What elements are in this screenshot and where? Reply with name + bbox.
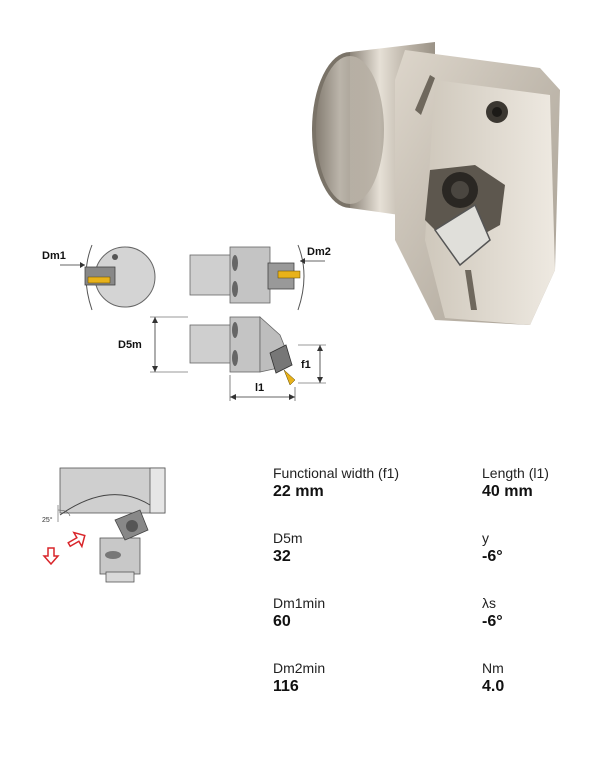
spec-value: 40 mm	[482, 483, 533, 500]
spec-lambda-s: λs -6°	[482, 595, 600, 631]
spec-value: 4.0	[482, 678, 505, 695]
spec-length: Length (l1) 40 mm	[482, 465, 600, 501]
technical-drawings: Dm1 Dm2 D5m f1	[42, 244, 331, 401]
spec-label: Dm2min	[273, 660, 326, 676]
spec-label: λs	[482, 595, 496, 611]
spec-value: 116	[273, 678, 299, 695]
spec-value: -6°	[482, 613, 503, 630]
top-view-dimensions: D5m f1 l1	[118, 316, 326, 401]
spec-value: 22 mm	[273, 483, 324, 500]
application-diagram: 25°	[42, 467, 166, 583]
angle-label: 25°	[42, 516, 53, 524]
side-view-dm2: Dm2	[189, 244, 331, 311]
front-view-dm1: Dm1	[42, 244, 156, 311]
product-photo	[312, 42, 560, 325]
spec-value: -6°	[482, 548, 503, 565]
spec-dm1min: Dm1min 60	[273, 595, 473, 631]
spec-label: Length (l1)	[482, 465, 549, 481]
spec-label: y	[482, 530, 489, 546]
spec-functional-width: Functional width (f1) 22 mm	[273, 465, 473, 501]
spec-label: D5m	[273, 530, 303, 546]
f1-label: f1	[301, 359, 311, 371]
spec-value: 60	[273, 613, 291, 630]
spec-y: y -6°	[482, 530, 600, 566]
l1-label: l1	[255, 382, 264, 394]
spec-value: 32	[273, 548, 291, 565]
spec-label: Nm	[482, 660, 504, 676]
spec-label: Functional width (f1)	[273, 465, 400, 481]
d5m-label: D5m	[118, 339, 142, 351]
dm1-label: Dm1	[42, 250, 66, 262]
spec-nm: Nm 4.0	[482, 660, 600, 696]
dm2-label: Dm2	[307, 246, 331, 258]
spec-label: Dm1min	[273, 595, 326, 611]
spec-d5m: D5m 32	[273, 530, 473, 566]
spec-dm2min: Dm2min 116	[273, 660, 473, 696]
